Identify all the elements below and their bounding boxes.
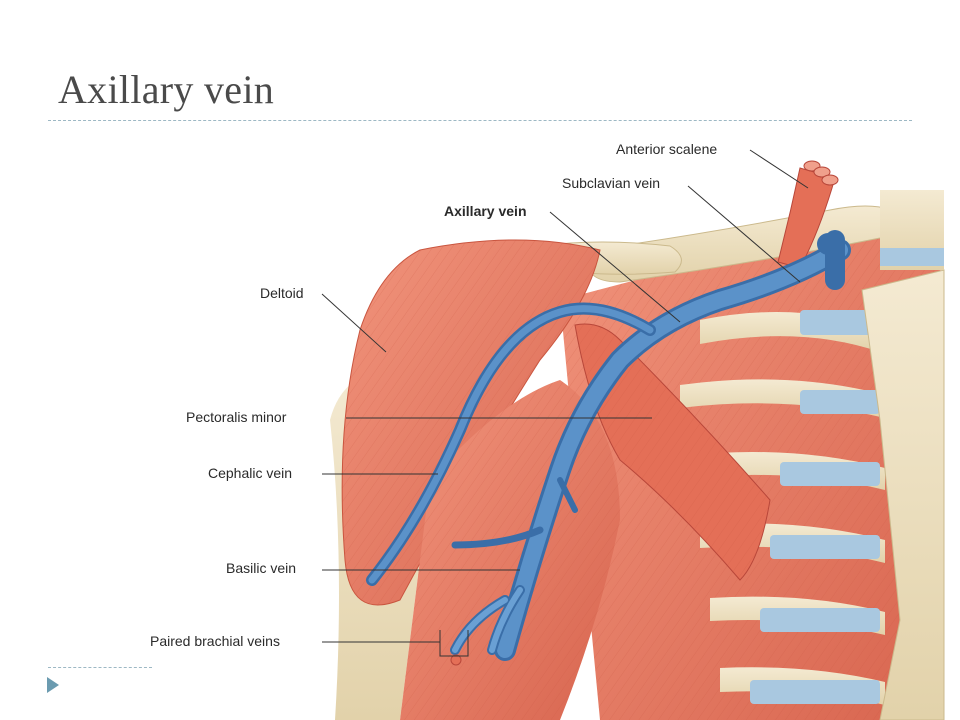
- label-basilic-vein: Basilic vein: [226, 560, 296, 576]
- leader-deltoid: [321, 293, 387, 353]
- label-axillary-vein: Axillary vein: [444, 203, 527, 219]
- leader-anterior-scalene: [749, 149, 809, 189]
- label-cephalic-vein: Cephalic vein: [208, 465, 292, 481]
- leader-subclavian-vein: [687, 185, 801, 283]
- label-pectoralis-minor: Pectoralis minor: [186, 409, 287, 425]
- ribs: [680, 310, 885, 705]
- leader-axillary-vein: [549, 211, 681, 323]
- vein-system: [366, 230, 851, 661]
- slide-title: Axillary vein: [58, 67, 275, 112]
- label-deltoid: Deltoid: [260, 285, 304, 301]
- bullet-arrow-icon: [47, 677, 59, 693]
- title-divider: [48, 120, 912, 121]
- leader-paired-brachial-veins: [322, 630, 469, 657]
- label-subclavian-vein: Subclavian vein: [562, 175, 660, 191]
- label-anterior-scalene: Anterior scalene: [616, 141, 717, 157]
- footer-divider: [48, 667, 152, 668]
- label-paired-brachial-veins: Paired brachial veins: [150, 633, 280, 649]
